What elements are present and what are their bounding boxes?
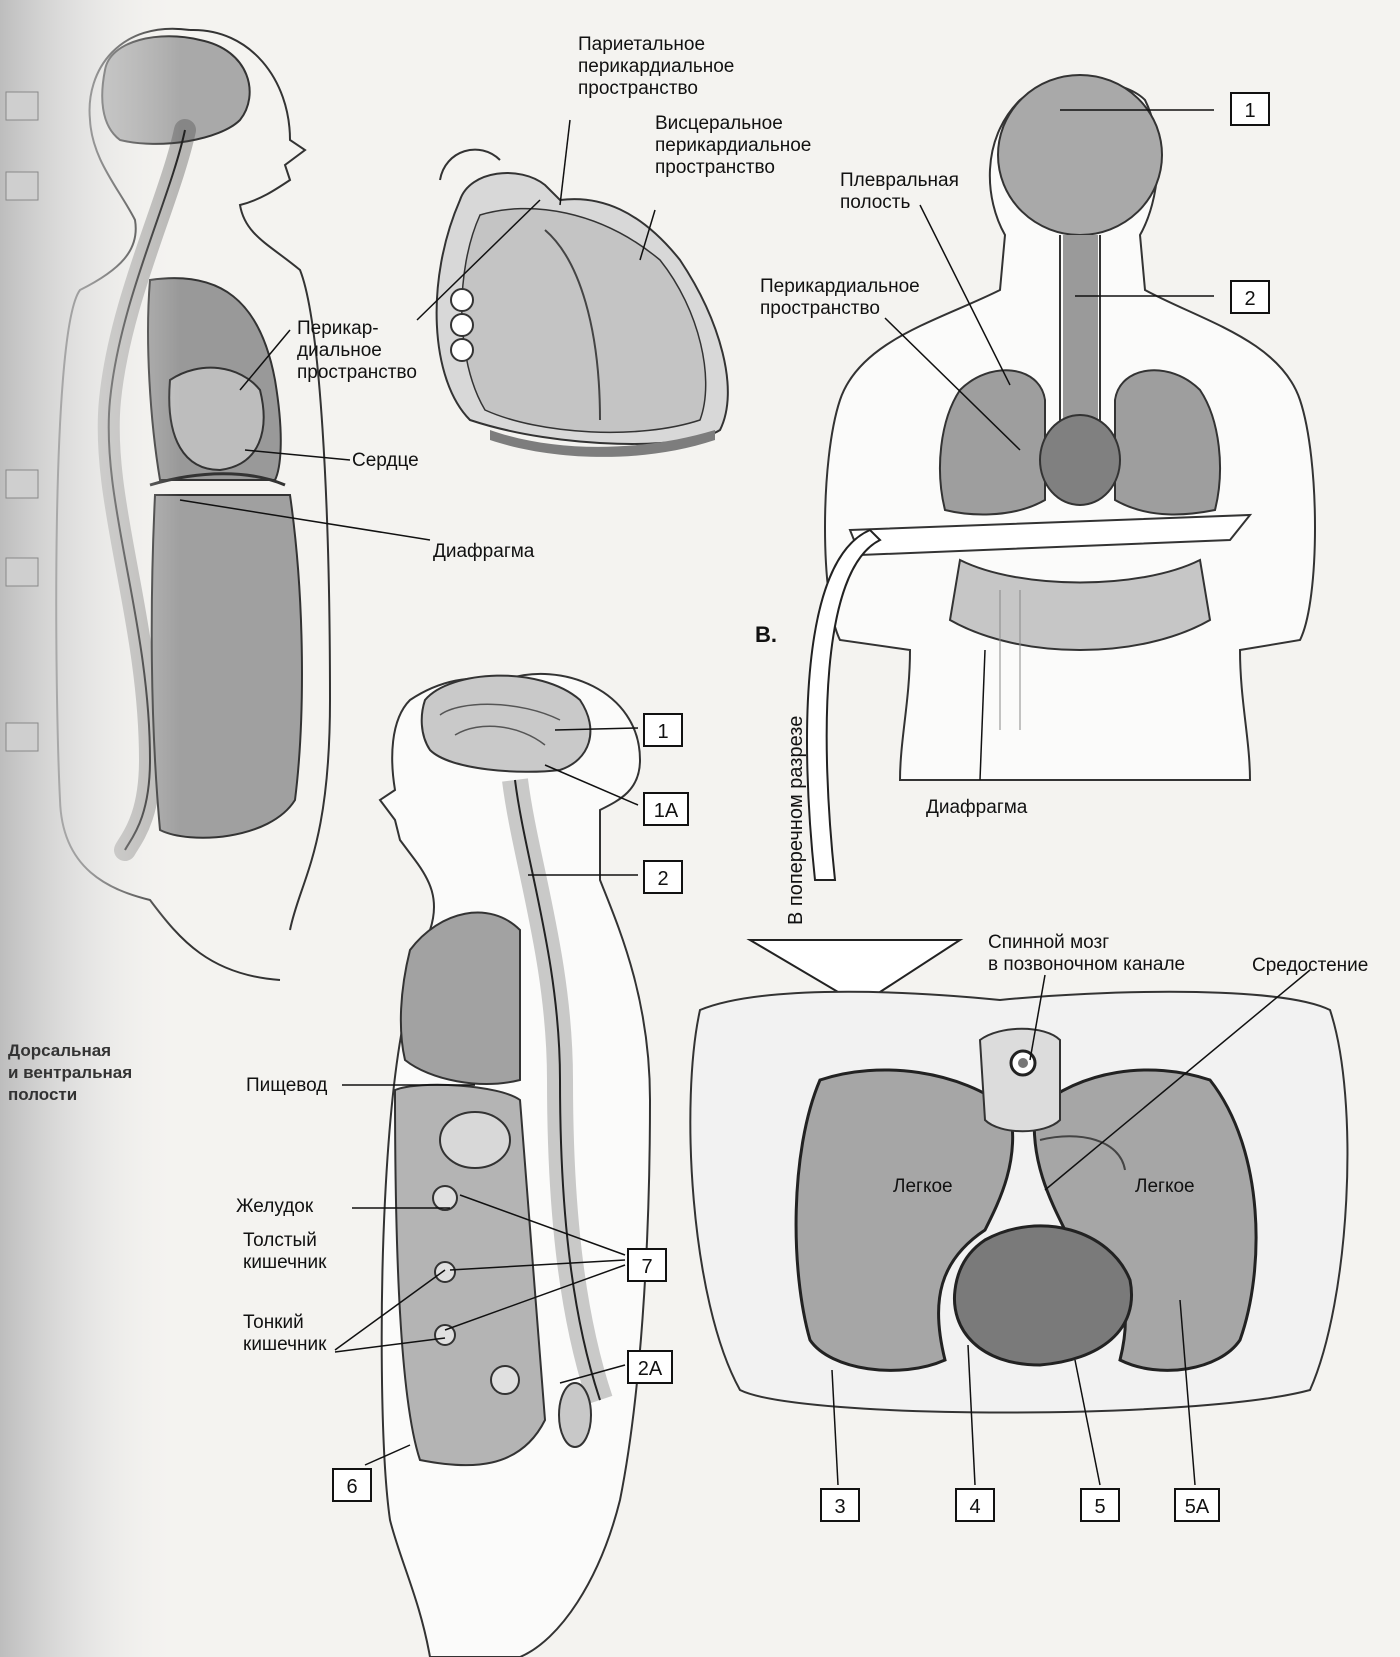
lung-right-label: Легкое: [1135, 1176, 1195, 1198]
pleural-cavity-label: Плевральная полость: [840, 170, 959, 214]
label-box-2a: 2А: [627, 1350, 673, 1384]
stomach-label: Желудок: [236, 1196, 313, 1218]
small-intestine-label: Тонкий кишечник: [243, 1312, 326, 1356]
left-panel-caption: Дорсальная и вентральная полости: [8, 1040, 132, 1106]
heart-label: Сердце: [352, 450, 419, 472]
label-box-7: 7: [627, 1248, 667, 1282]
middle-body: [380, 674, 650, 1657]
esophagus-label: Пищевод: [246, 1075, 327, 1097]
section-heading: В.: [755, 622, 777, 648]
label-box-1-middle: 1: [643, 713, 683, 747]
label-box-5a: 5А: [1174, 1488, 1220, 1522]
mediastinum-label: Средостение: [1252, 955, 1368, 977]
label-box-1-top: 1: [1230, 92, 1270, 126]
label-box-6: 6: [332, 1468, 372, 1502]
diaphragm-side-label: Диафрагма: [433, 541, 534, 563]
label-box-3: 3: [820, 1488, 860, 1522]
label-box-5: 5: [1080, 1488, 1120, 1522]
large-intestine-label: Толстый кишечник: [243, 1230, 326, 1274]
spinal-cord-label: Спинной мозг в позвоночном канале: [988, 932, 1185, 976]
pericardial-space-front-label: Перикардиальное пространство: [760, 276, 920, 320]
left-fade-overlay: [0, 0, 360, 1657]
label-box-4: 4: [955, 1488, 995, 1522]
heart-illustration: [437, 150, 728, 457]
label-box-1a: 1А: [643, 792, 689, 826]
lung-left-label: Легкое: [893, 1176, 953, 1198]
pericardial-space-side-label: Перикар- диальное пространство: [297, 318, 417, 384]
cross-section-caption: В поперечном разрезе: [785, 716, 808, 925]
label-box-2-middle: 2: [643, 860, 683, 894]
cross-section: [690, 992, 1347, 1413]
visceral-pericardial-label: Висцеральное перикардиальное пространств…: [655, 113, 811, 179]
diaphragm-front-label: Диафрагма: [926, 797, 1027, 819]
parietal-pericardial-label: Париетальное перикардиальное пространств…: [578, 34, 734, 100]
label-box-2-top: 2: [1230, 280, 1270, 314]
